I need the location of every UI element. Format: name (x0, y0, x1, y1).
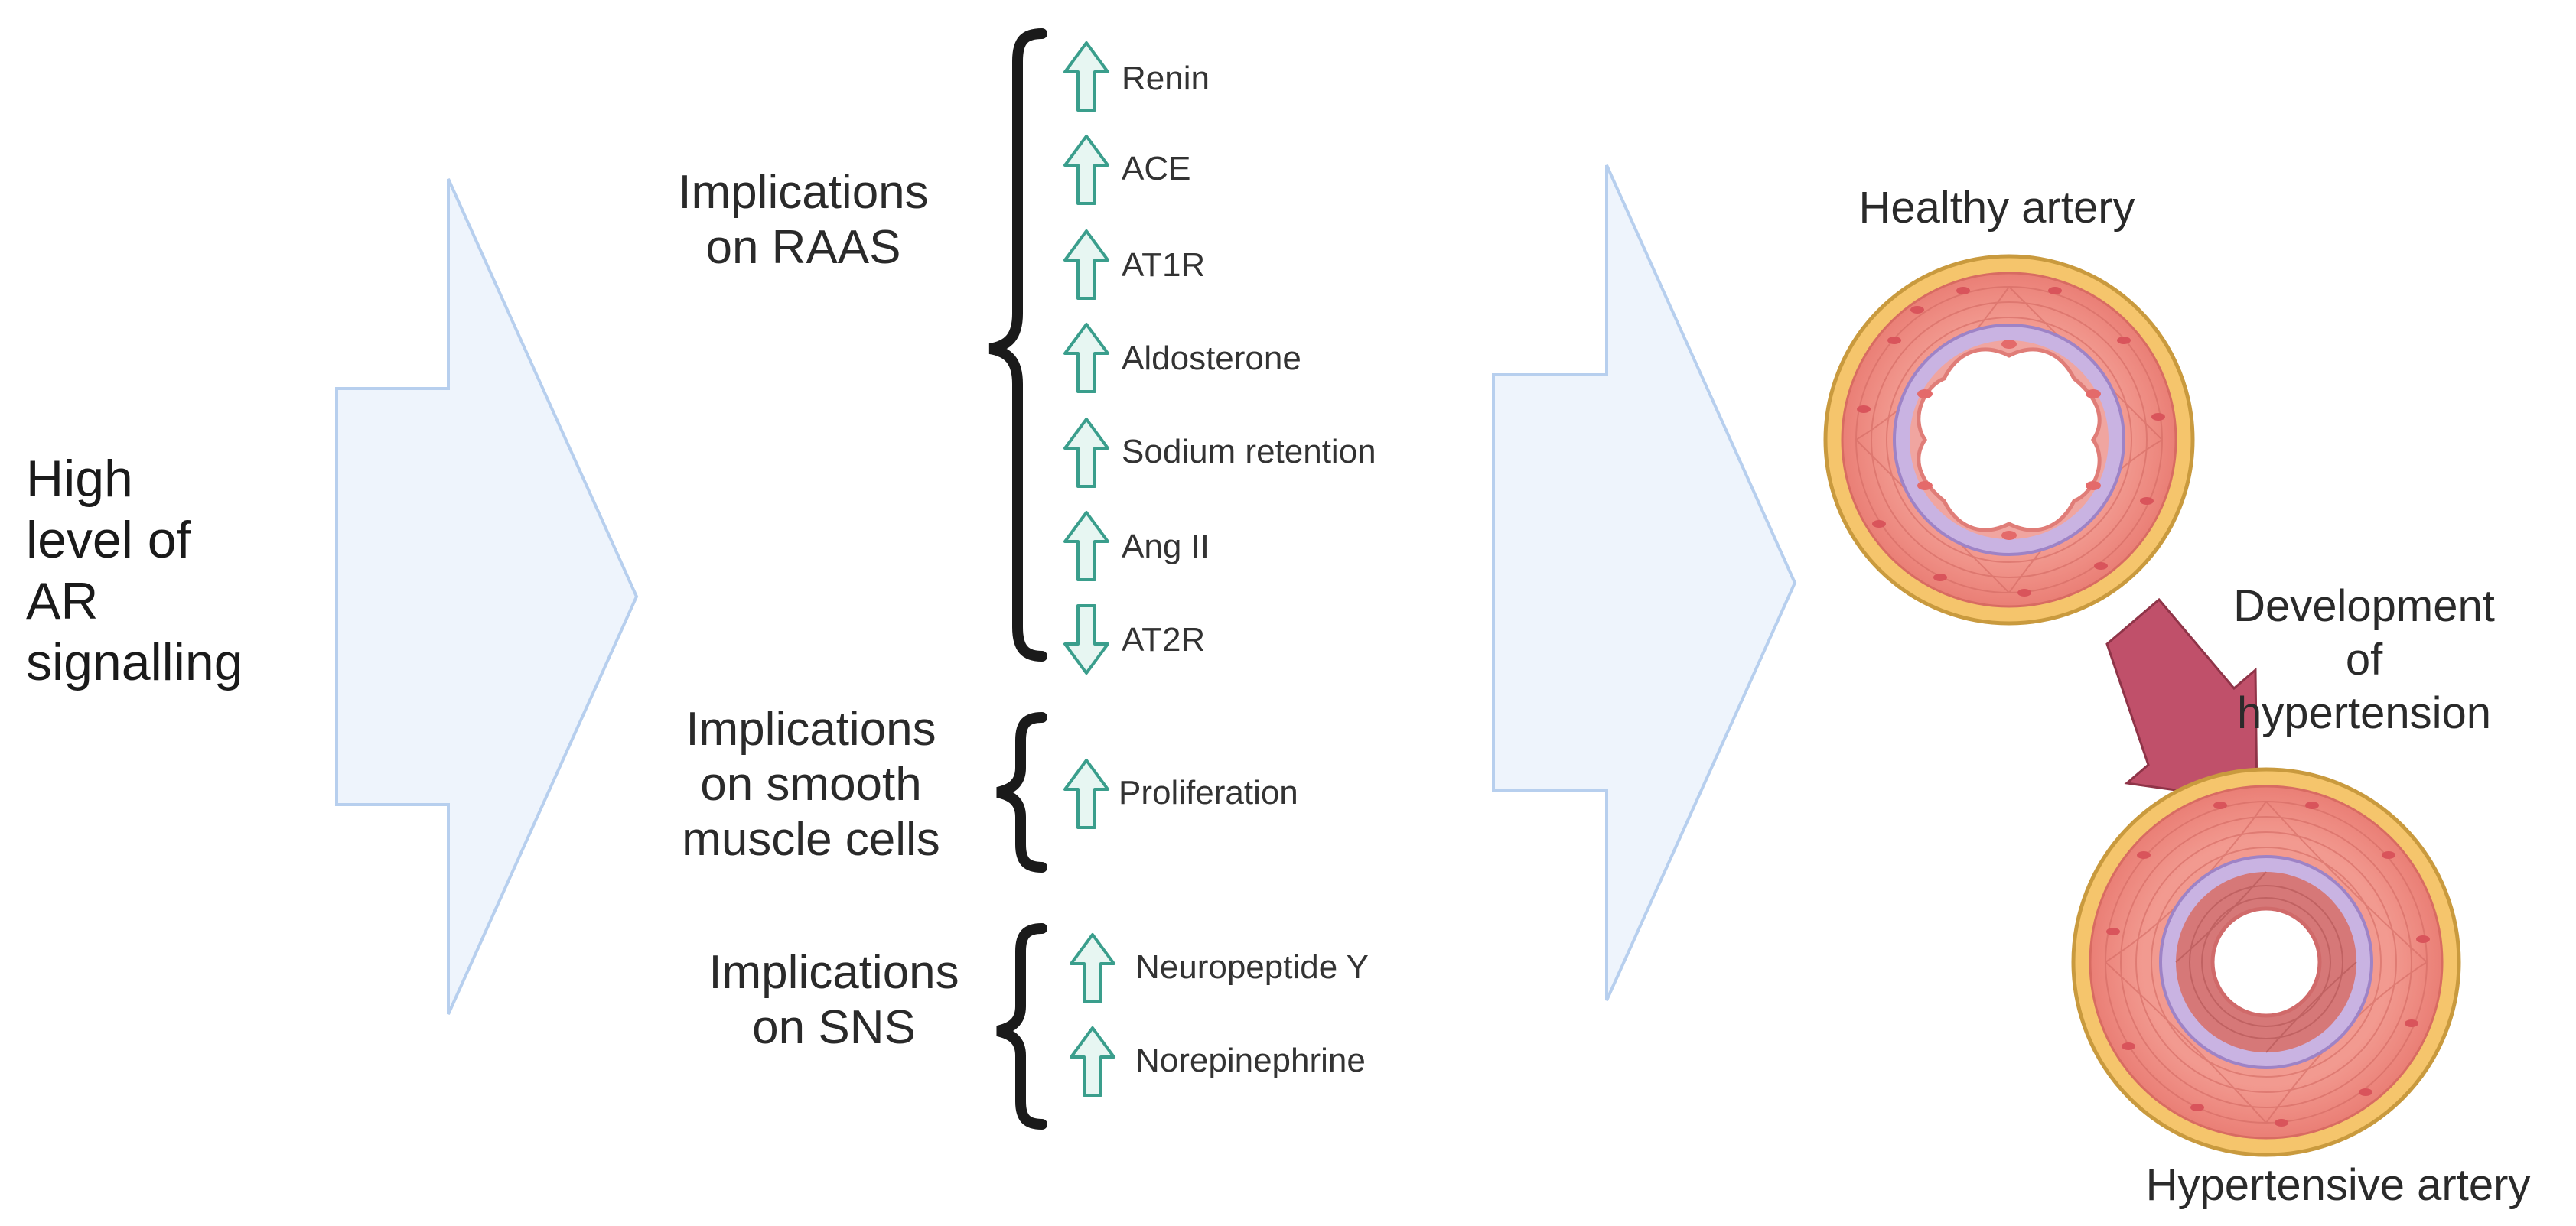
hypertensive-artery-label: Hypertensive artery (2145, 1160, 2531, 1210)
arrow-up-icon (1070, 1026, 1115, 1097)
brace-sns (996, 923, 1047, 1130)
development-arrow (2105, 597, 2258, 803)
arrow-up-icon (1063, 323, 1109, 393)
arrow-up-icon (1063, 229, 1109, 300)
item-label-sodium-retention: Sodium retention (1122, 433, 1376, 470)
item-label-at1r: AT1R (1122, 246, 1206, 284)
brace-raas (988, 28, 1047, 662)
item-label-ang-ii: Ang II (1122, 528, 1210, 565)
brace-smooth-muscle (996, 712, 1047, 873)
item-label-ace: ACE (1122, 150, 1191, 187)
hypertensive-artery-image (2071, 767, 2461, 1157)
arrow-up-icon (1070, 933, 1115, 1003)
item-label-neuropeptide-y: Neuropeptide Y (1135, 948, 1369, 986)
group-title-sns: Implications on SNS (708, 946, 959, 1054)
left-label: High level of AR signalling (26, 450, 243, 691)
flow-arrow-2 (1492, 164, 1797, 1001)
item-label-at2r: AT2R (1122, 621, 1206, 659)
arrow-up-icon (1063, 759, 1109, 829)
development-label: Development of hypertension (2233, 581, 2495, 738)
healthy-artery-label: Healthy artery (1858, 183, 2135, 233)
arrow-down-icon (1063, 604, 1109, 675)
arrow-up-icon (1063, 41, 1109, 112)
arrow-up-icon (1063, 418, 1109, 488)
item-label-aldosterone: Aldosterone (1122, 340, 1301, 377)
item-label-norepinephrine: Norepinephrine (1135, 1042, 1366, 1079)
group-title-raas: Implications on RAAS (678, 166, 929, 274)
flow-arrow-1 (335, 178, 639, 1015)
arrow-up-icon (1063, 511, 1109, 581)
item-label-renin: Renin (1122, 60, 1210, 97)
healthy-artery-image (1823, 254, 2195, 626)
group-title-smooth-muscle: Implications on smooth muscle cells (682, 703, 940, 866)
item-label-proliferation: Proliferation (1119, 774, 1298, 811)
arrow-up-icon (1063, 135, 1109, 205)
